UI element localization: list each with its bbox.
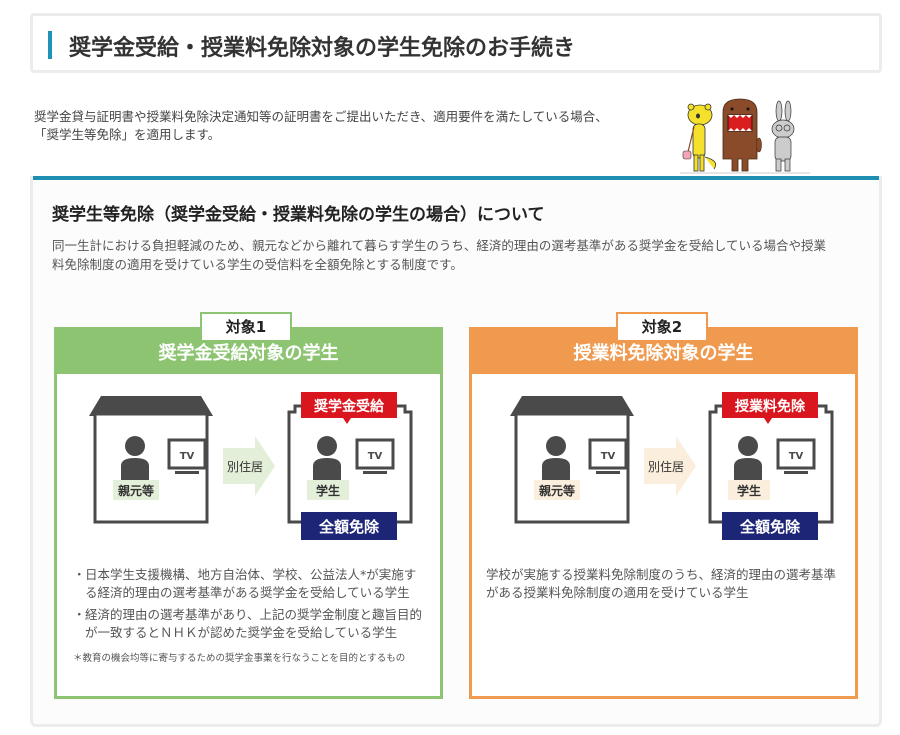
svg-text:TV: TV bbox=[180, 451, 195, 462]
svg-text:別住居: 別住居 bbox=[227, 460, 263, 474]
section-heading: 奨学生等免除（奨学金受給・授業料免除の学生の場合）について bbox=[52, 205, 545, 225]
svg-text:TV: TV bbox=[601, 451, 616, 462]
title-accent-bar bbox=[48, 31, 52, 59]
description-line: 料免除制度の適用を受けている学生の受信料を全額免除とする制度です。 bbox=[52, 257, 463, 272]
page-title: 奨学金受給・授業料免除対象の学生免除のお手続き bbox=[69, 36, 576, 61]
criteria-item: ・ 経済的理由の選考基準があり、上記の奨学金制度と趣旨目的 が一致するとＮＨＫが… bbox=[73, 607, 423, 640]
svg-text:奨学金受給: 奨学金受給 bbox=[314, 398, 385, 415]
arrow-icon: 別住居 bbox=[644, 436, 696, 496]
tuition-exemption-separate-residence-illustration: 親元等 TV 別住居 授業料免除 学生 TV 全額免除 bbox=[510, 392, 834, 540]
section-description: 同一生計における負担軽減のため、親元などから離れて暮らす学生のうち、経済的理由の… bbox=[52, 236, 862, 274]
criteria-item: ・ 日本学生支援機構、地方自治体、学校、公益法人*が実施す る経済的理由の選考基… bbox=[73, 567, 417, 600]
svg-text:授業料免除: 授業料免除 bbox=[735, 398, 806, 415]
svg-text:親元等: 親元等 bbox=[118, 483, 154, 498]
parent-house-icon: 親元等 TV bbox=[510, 396, 634, 524]
main-box-top-accent bbox=[33, 176, 879, 180]
intro-text: 奨学金貸与証明書や授業料免除決定通知等の証明書をご提出いただき、適用要件を満たし… bbox=[34, 108, 654, 144]
target-1-tab-label: 対象1 bbox=[200, 312, 292, 340]
svg-text:TV: TV bbox=[789, 451, 804, 462]
arrow-icon: 別住居 bbox=[223, 436, 275, 496]
mascot-characters-icon bbox=[680, 98, 810, 174]
svg-text:TV: TV bbox=[368, 451, 383, 462]
svg-text:別住居: 別住居 bbox=[648, 460, 684, 474]
parent-house-icon: 親元等 TV bbox=[89, 396, 213, 524]
svg-text:学生: 学生 bbox=[737, 483, 761, 498]
scholarship-separate-residence-illustration: 親元等 TV 別住居 奨学金受給 学生 TV 全額免除 bbox=[89, 392, 413, 540]
student-house-icon: 奨学金受給 学生 TV 全額免除 bbox=[287, 392, 413, 540]
description-line: 同一生計における負担軽減のため、親元などから離れて暮らす学生のうち、経済的理由の… bbox=[52, 238, 827, 253]
footnote: ＊教育の機会均等に寄与するための奨学金事業を行なうことを目的とするもの bbox=[73, 653, 406, 664]
svg-text:学生: 学生 bbox=[316, 483, 340, 498]
svg-text:親元等: 親元等 bbox=[539, 483, 575, 498]
svg-text:全額免除: 全額免除 bbox=[739, 518, 801, 536]
svg-text:全額免除: 全額免除 bbox=[318, 518, 380, 536]
intro-line: 「奨学生等免除」を適用します。 bbox=[34, 127, 221, 142]
target-1-panel: 奨学金受給対象の学生 親元等 TV 別住居 奨学金受給 bbox=[54, 327, 443, 699]
target-1-criteria-list: ・ 日本学生支援機構、地方自治体、学校、公益法人*が実施す る経済的理由の選考基… bbox=[73, 566, 433, 668]
target-2-tab-label: 対象2 bbox=[616, 312, 708, 340]
target-2-panel: 授業料免除対象の学生 親元等 TV 別住居 授業料免除 学生 bbox=[469, 327, 858, 699]
target-2-criteria: 学校が実施する授業料免除制度のうち、経済的理由の選考基準 がある授業料免除制度の… bbox=[486, 567, 837, 600]
intro-line: 奨学金貸与証明書や授業料免除決定通知等の証明書をご提出いただき、適用要件を満たし… bbox=[34, 109, 608, 124]
page-title-box: 奨学金受給・授業料免除対象の学生免除のお手続き bbox=[30, 13, 882, 73]
student-house-icon: 授業料免除 学生 TV 全額免除 bbox=[708, 392, 834, 540]
